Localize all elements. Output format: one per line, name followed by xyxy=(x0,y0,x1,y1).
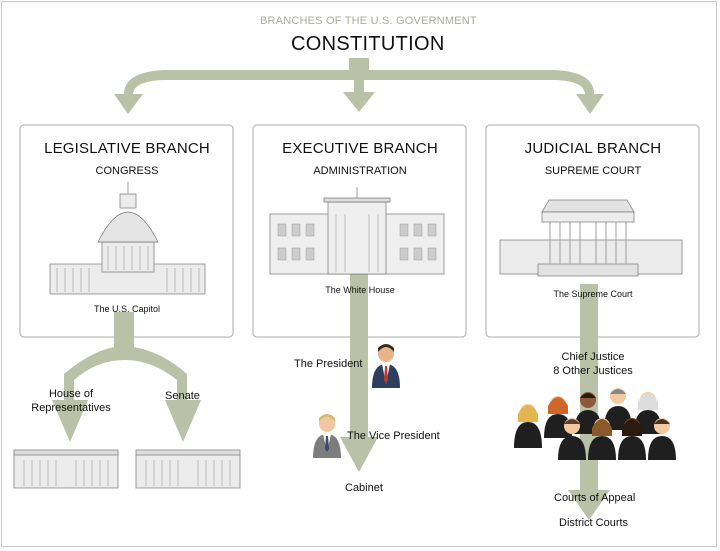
executive-branch-title: EXECUTIVE BRANCH xyxy=(282,140,438,157)
vice-president-figure xyxy=(313,414,341,458)
supreme-court-illustration xyxy=(499,199,683,277)
house-label-line1: House of xyxy=(48,388,94,400)
other-justices-label: 8 Other Justices xyxy=(553,365,633,377)
president-figure xyxy=(372,344,400,388)
chief-justice-label: Chief Justice xyxy=(561,351,625,363)
president-label: The President xyxy=(294,358,363,370)
justice-back-row xyxy=(514,388,662,448)
house-building-illustration xyxy=(13,449,119,489)
justice-front-row xyxy=(558,418,676,460)
legislative-branch-subtitle: CONGRESS xyxy=(95,165,159,177)
supreme-court-caption: The Supreme Court xyxy=(553,289,633,299)
executive-branch-subtitle: ADMINISTRATION xyxy=(313,165,407,177)
judicial-branch-subtitle: SUPREME COURT xyxy=(544,165,642,177)
courts-of-appeal-label: Courts of Appeal xyxy=(554,492,636,504)
white-house-caption: The White House xyxy=(325,285,395,295)
constitution-arrows xyxy=(114,58,604,114)
judicial-branch-title: JUDICIAL BRANCH xyxy=(524,140,662,157)
senate-building-illustration xyxy=(135,449,241,489)
legislative-arrows xyxy=(52,312,201,442)
white-house-illustration xyxy=(269,187,445,275)
senate-label: Senate xyxy=(165,390,200,402)
diagram-subtitle: BRANCHES OF THE U.S. GOVERNMENT xyxy=(260,15,477,27)
district-courts-label: District Courts xyxy=(559,517,629,529)
capitol-caption: The U.S. Capitol xyxy=(93,304,161,314)
cabinet-label: Cabinet xyxy=(345,482,383,494)
diagram-title: CONSTITUTION xyxy=(291,33,445,55)
justices-figure-group xyxy=(514,388,676,460)
vice-president-label: The Vice President xyxy=(347,430,440,442)
capitol-illustration xyxy=(49,182,206,295)
house-label-line2: Representatives xyxy=(31,402,111,414)
executive-arrow xyxy=(340,272,378,472)
legislative-branch-title: LEGISLATIVE BRANCH xyxy=(44,140,210,157)
